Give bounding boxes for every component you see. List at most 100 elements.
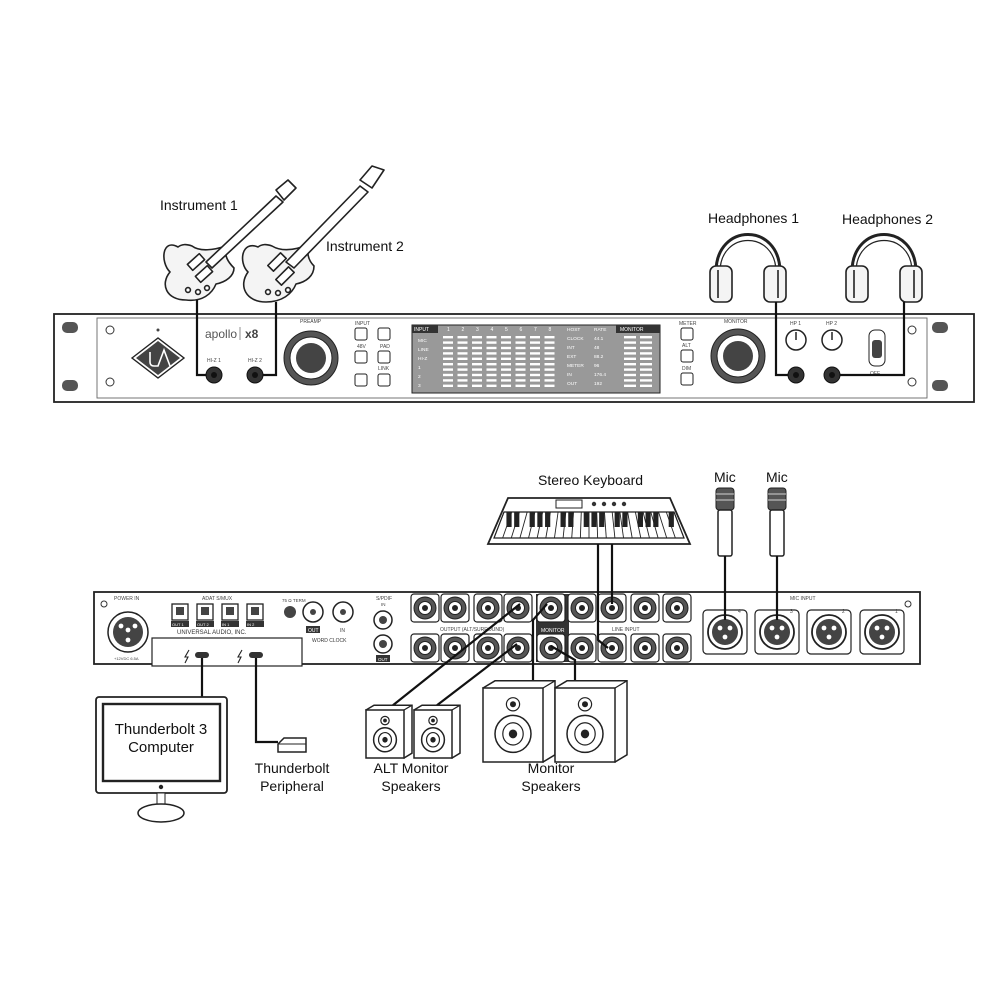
phase-button[interactable] [377, 327, 391, 341]
meter-segment [486, 336, 497, 339]
monitor-meter-segment [640, 379, 652, 382]
monitor-meter-segment [624, 341, 636, 344]
meter-segment [457, 363, 468, 366]
wordclock-label: WORD CLOCK [312, 638, 347, 644]
monitor-meter-segment [640, 368, 652, 371]
link-button-label: LINK [378, 366, 390, 372]
link-button[interactable] [377, 373, 391, 387]
monitor-meter-segment [640, 346, 652, 350]
meter-segment [457, 379, 468, 382]
power-led [156, 328, 160, 332]
black-key [614, 512, 620, 527]
meter-row-label: MIC [418, 338, 427, 344]
black-key [537, 512, 543, 527]
host-label: EXT [567, 354, 576, 360]
host-label: HOST [567, 327, 580, 333]
pad-button[interactable] [377, 350, 391, 364]
thunderbolt-port-2[interactable] [249, 652, 263, 658]
monitor-meter-segment [624, 346, 636, 350]
rate-label: 96 [594, 363, 600, 369]
hiz-1-label: HI-Z 1 [207, 358, 221, 364]
model-text: x8 [245, 327, 259, 341]
thunderbolt-port-1[interactable] [195, 652, 209, 658]
meter-segment [472, 352, 482, 355]
speaker-icon [364, 704, 413, 759]
meter-channel-number: 1 [447, 327, 450, 333]
rack-screw [907, 377, 917, 387]
alt-speakers-label-line2: Speakers [381, 778, 440, 794]
48v-button[interactable] [354, 350, 368, 364]
output-section-label: OUTPUT (ALT/SURROUND) [440, 627, 505, 633]
rack-slot [932, 322, 948, 333]
host-label: INT [567, 345, 575, 351]
pad-button-label: PAD [380, 344, 390, 350]
meter-segment [530, 357, 540, 360]
mic-2-label: Mic [766, 469, 788, 485]
meter-row-label: 1 [418, 365, 421, 371]
meter-segment [486, 368, 497, 371]
meter-segment [486, 341, 497, 344]
stereo-keyboard-icon [486, 497, 692, 545]
monitor-meter-segment [640, 357, 652, 360]
meter-segment [486, 346, 497, 350]
instrument-1-label: Instrument 1 [160, 197, 238, 213]
monitor-meter-segment [624, 363, 636, 366]
meter-segment [486, 357, 497, 360]
alt-button-label: ALT [682, 343, 691, 349]
monitor-meter-segment [624, 336, 636, 339]
termination-label: 75 Ω TERM [282, 598, 306, 603]
mic-1-label: Mic [714, 469, 736, 485]
meter-segment [544, 379, 555, 382]
adat-port-label: OUT 1 [172, 622, 184, 627]
meter-segment [530, 384, 540, 387]
meter-segment [515, 336, 526, 339]
meter-segment [472, 384, 482, 387]
meter-segment [486, 352, 497, 355]
meter-row-label: 2 [418, 374, 421, 380]
spdif-in-label: IN [381, 602, 386, 607]
peripheral-label-line2: Peripheral [260, 778, 324, 794]
rack-slot [932, 380, 948, 391]
meter-segment [515, 379, 526, 382]
meter-row-label: 3 [418, 383, 421, 389]
speaker-icon [481, 680, 556, 763]
meter-segment [501, 384, 511, 387]
black-key [653, 512, 659, 527]
black-key [506, 512, 512, 527]
black-key [514, 512, 520, 527]
rate-label: RATE [594, 327, 606, 333]
dim-button[interactable] [680, 372, 694, 386]
alt-button[interactable] [680, 349, 694, 363]
input-button[interactable] [354, 327, 368, 341]
host-label: CLOCK [567, 336, 584, 342]
meter-segment [472, 346, 482, 350]
monitor-speakers-label-line1: Monitor [528, 760, 575, 776]
monitor-meter-segment [624, 352, 636, 355]
meter-channel-number: 7 [534, 327, 537, 333]
meter-segment [515, 357, 526, 360]
meter-segment [472, 373, 482, 377]
meter-segment [515, 341, 526, 344]
meter-segment [486, 379, 497, 382]
termination-switch[interactable] [284, 606, 296, 618]
guitar-1-icon [163, 179, 297, 302]
input-button-group: INPUT 48V PAD LINK [354, 321, 391, 387]
input-button-label: INPUT [355, 321, 370, 327]
meter-row-label: LINE [418, 347, 429, 353]
power-spec-label: +12VDC 6.5A [114, 656, 139, 661]
hp-1-label: HP 1 [790, 321, 801, 327]
meter-segment [486, 384, 497, 387]
meter-segment [530, 363, 540, 366]
rate-label: 48 [594, 345, 600, 351]
monitor-meter-segment [640, 341, 652, 344]
meter-input-header: INPUT [414, 327, 429, 333]
meter-segment [486, 363, 497, 366]
meter-segment [472, 357, 482, 360]
meter-segment [501, 346, 511, 350]
lowcut-button[interactable] [354, 373, 368, 387]
meter-button[interactable] [680, 327, 694, 341]
mic-input-number: 2 [842, 609, 845, 615]
monitor-section-label: MONITOR [541, 628, 565, 634]
